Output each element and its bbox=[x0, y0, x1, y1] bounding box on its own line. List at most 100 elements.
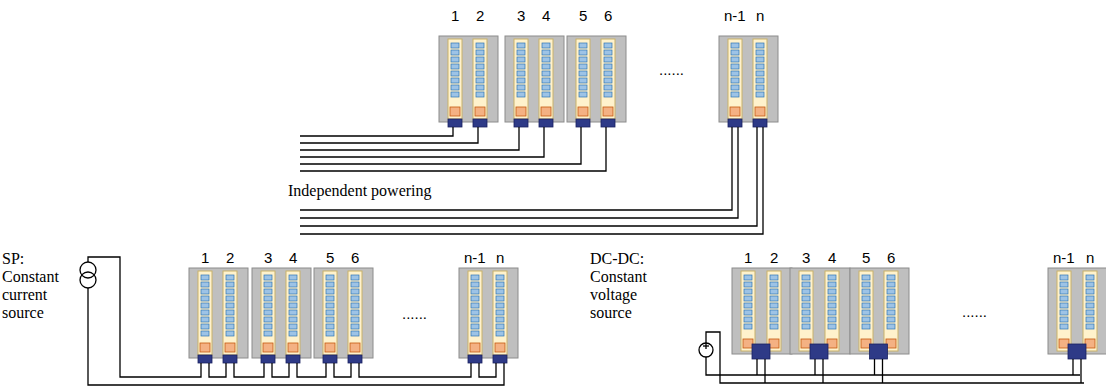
sensor-cell bbox=[201, 296, 209, 301]
source-circle bbox=[80, 272, 96, 288]
callout-number: 6 bbox=[887, 250, 895, 266]
sensor-cell bbox=[517, 78, 525, 83]
sensor-cell bbox=[351, 303, 359, 308]
sensor-cell bbox=[604, 43, 612, 48]
module-board bbox=[567, 36, 626, 122]
connector bbox=[870, 344, 888, 359]
sensor-cell bbox=[476, 64, 484, 69]
sensor-cell bbox=[770, 324, 778, 329]
sensor-cell bbox=[862, 310, 870, 315]
stave-strip bbox=[539, 39, 553, 119]
current-source-symbol bbox=[80, 262, 96, 288]
wire bbox=[334, 363, 351, 377]
module-board bbox=[189, 268, 248, 358]
sensor-cell bbox=[451, 57, 459, 62]
sensor-cell bbox=[579, 85, 587, 90]
module-board bbox=[850, 268, 909, 354]
sensor-cell bbox=[326, 303, 334, 308]
callout-number: n-1 bbox=[724, 8, 746, 24]
sensor-cell bbox=[828, 275, 836, 280]
sensor-cell bbox=[756, 71, 764, 76]
sensor-cell bbox=[289, 275, 297, 280]
sensor-cell bbox=[862, 282, 870, 287]
callout-number: 2 bbox=[226, 250, 234, 266]
sensor-cell bbox=[451, 78, 459, 83]
wire bbox=[1072, 359, 1073, 375]
sensor-cell bbox=[744, 324, 752, 329]
wire bbox=[300, 127, 738, 218]
sensor-cell bbox=[471, 331, 479, 336]
sensor-cell bbox=[201, 331, 209, 336]
sensor-cell bbox=[264, 296, 272, 301]
sensor-cell bbox=[828, 317, 836, 322]
sensor-cell bbox=[1086, 275, 1094, 280]
sensor-cell bbox=[264, 310, 272, 315]
sensor-cell bbox=[496, 317, 504, 322]
sensor-cell bbox=[476, 92, 484, 97]
sensor-cell bbox=[226, 275, 234, 280]
sensor-cell bbox=[802, 324, 810, 329]
callout-number: 3 bbox=[802, 250, 810, 266]
sensor-cell bbox=[201, 275, 209, 280]
sensor-cell bbox=[351, 331, 359, 336]
sensor-cell bbox=[887, 282, 895, 287]
sensor-cell bbox=[289, 317, 297, 322]
sensor-cell bbox=[264, 317, 272, 322]
callout-number: ...... bbox=[402, 306, 427, 322]
sensor-cell bbox=[451, 71, 459, 76]
sensor-cell bbox=[517, 64, 525, 69]
sensor-cell bbox=[770, 310, 778, 315]
sensor-cell bbox=[201, 324, 209, 329]
sensor-cell bbox=[802, 289, 810, 294]
sensor-cell bbox=[744, 317, 752, 322]
module-board bbox=[1048, 268, 1106, 354]
sensor-cell bbox=[770, 303, 778, 308]
module-group bbox=[189, 36, 1106, 363]
sensor-cell bbox=[496, 310, 504, 315]
sensor-cell bbox=[1060, 310, 1068, 315]
sensor-cell bbox=[744, 296, 752, 301]
callout-number: n bbox=[1086, 250, 1094, 266]
sensor-cell bbox=[326, 289, 334, 294]
sensor-cell bbox=[476, 43, 484, 48]
module-board bbox=[790, 268, 850, 354]
module-board bbox=[505, 36, 564, 122]
wire bbox=[88, 288, 504, 385]
connector bbox=[753, 119, 767, 127]
wire bbox=[359, 363, 471, 377]
stave-strip bbox=[825, 271, 839, 351]
callout-number: ...... bbox=[659, 62, 684, 78]
sensor-cell bbox=[756, 57, 764, 62]
sensor-cell bbox=[744, 303, 752, 308]
sensor-cell bbox=[517, 71, 525, 76]
sensor-cell bbox=[201, 282, 209, 287]
callout-number: ...... bbox=[962, 304, 987, 320]
sensor-cell bbox=[828, 303, 836, 308]
wire bbox=[706, 357, 1080, 375]
sensor-cell bbox=[517, 57, 525, 62]
chip-square bbox=[755, 107, 765, 116]
callout-number: n-1 bbox=[464, 250, 486, 266]
sensor-cell bbox=[264, 331, 272, 336]
sensor-cell bbox=[201, 310, 209, 315]
sensor-cell bbox=[579, 57, 587, 62]
callout-number: 5 bbox=[862, 250, 870, 266]
sensor-cell bbox=[451, 50, 459, 55]
sensor-cell bbox=[862, 324, 870, 329]
sensor-cell bbox=[744, 282, 752, 287]
stave-strip bbox=[1057, 271, 1071, 351]
chip-square bbox=[827, 339, 837, 348]
chip-square bbox=[730, 107, 740, 116]
wire bbox=[756, 359, 757, 375]
sensor-cell bbox=[264, 289, 272, 294]
stave-strip bbox=[728, 39, 742, 119]
sensor-cell bbox=[471, 289, 479, 294]
connector bbox=[261, 355, 275, 363]
sensor-cell bbox=[802, 296, 810, 301]
sensor-cell bbox=[226, 289, 234, 294]
sensor-cell bbox=[476, 57, 484, 62]
sensor-cell bbox=[476, 71, 484, 76]
chip-square bbox=[263, 343, 273, 352]
sensor-cell bbox=[579, 92, 587, 97]
